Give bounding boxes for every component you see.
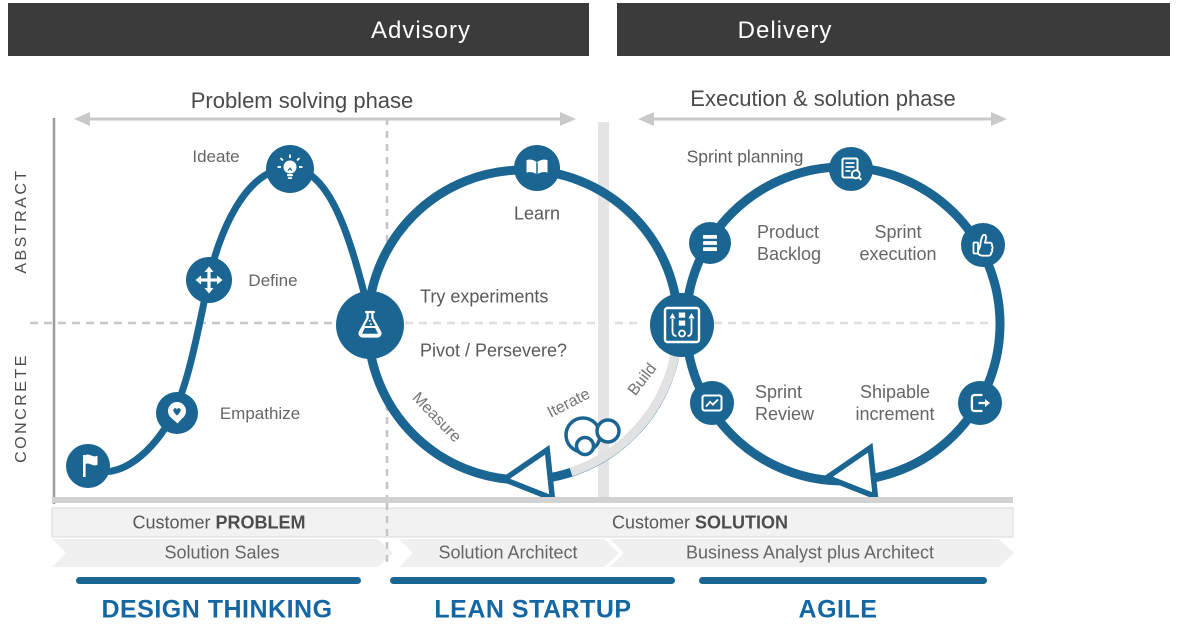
- execution-phase-title: Execution & solution phase: [690, 86, 956, 111]
- sprint-review-node: [690, 381, 734, 425]
- business-analyst-label: Business Analyst plus Architect: [685, 542, 935, 563]
- customer-solution-label: Customer SOLUTION: [612, 513, 788, 534]
- concrete-axis-label: CONCRETE: [13, 353, 30, 463]
- lightbulb-icon: [277, 154, 303, 179]
- define-label: Define: [248, 271, 298, 290]
- design-thinking-underline: [76, 577, 361, 584]
- sprint-planning-label: Sprint planning: [686, 146, 804, 167]
- try-experiments-label: Try experiments: [420, 286, 549, 307]
- clipboard-search-icon: [841, 157, 863, 181]
- customer-solution-bold: SOLUTION: [695, 512, 789, 533]
- arrow-right-icon: [560, 112, 576, 126]
- shipable-increment-label: Shipable increment: [855, 382, 935, 424]
- customer-solution-normal: Customer: [611, 512, 691, 533]
- sprint-execution-label: Sprint execution: [859, 222, 937, 264]
- define-node: [186, 257, 232, 303]
- sprint-review-label: Sprint Review: [755, 382, 815, 424]
- sprint-execution-node: [961, 223, 1005, 267]
- delivery-header-label: Delivery: [737, 17, 833, 44]
- role-arrow-solution-sales: [52, 539, 393, 567]
- lean-direction-arrow-icon: [498, 444, 556, 503]
- ideate-label: Ideate: [192, 147, 240, 166]
- customer-problem-bold: PROBLEM: [215, 512, 306, 533]
- product-backlog-label: Product Backlog: [757, 222, 822, 264]
- solution-sales-label: Solution Sales: [164, 542, 280, 563]
- role-arrow-solution-architect: [399, 539, 619, 567]
- customer-bar: [51, 507, 1014, 538]
- junction-node: [650, 293, 714, 357]
- experiment-node: [336, 291, 404, 359]
- process-board-icon: [663, 306, 701, 344]
- flask-icon: [358, 310, 382, 338]
- x-axis-baseline: [52, 497, 1013, 503]
- shipable-increment-node: [958, 381, 1002, 425]
- design-thinking-curve: [84, 164, 372, 475]
- open-book-icon: [526, 159, 548, 175]
- abstract-axis-label: ABSTRACT: [13, 168, 30, 274]
- head-heart-icon: [168, 402, 186, 424]
- pivot-persevere-label: Pivot / Persevere?: [420, 340, 568, 361]
- learn-node: [514, 145, 560, 191]
- advisory-delivery-divider-bar: [598, 122, 609, 501]
- export-icon: [970, 393, 990, 413]
- start-node: [66, 444, 110, 488]
- empathize-node: [156, 392, 198, 434]
- sprint-planning-node: [829, 147, 873, 191]
- thumbs-up-icon: [972, 233, 994, 257]
- role-arrow-business-analyst: [610, 539, 1014, 567]
- lean-startup-underline: [390, 577, 675, 584]
- ideate-node: [266, 145, 314, 193]
- agile-direction-arrow-icon: [821, 442, 879, 501]
- arrow-right-icon: [991, 112, 1007, 126]
- move-arrows-icon: [195, 266, 223, 294]
- customer-problem-label: Customer PROBLEM: [132, 513, 305, 534]
- advisory-header-bar: [8, 3, 589, 56]
- arrow-left-icon: [638, 112, 654, 126]
- lean-startup-method-label: LEAN STARTUP: [434, 595, 632, 624]
- line-chart-icon: [701, 394, 723, 412]
- customer-problem-normal: Customer: [132, 512, 211, 533]
- flag-icon: [83, 454, 98, 477]
- bubbles-icon: [564, 416, 621, 457]
- advisory-header-label: Advisory: [370, 17, 472, 44]
- learn-label: Learn: [513, 203, 561, 224]
- design-thinking-method-label: DESIGN THINKING: [101, 595, 333, 624]
- list-icon: [703, 235, 717, 251]
- arrow-left-icon: [74, 112, 90, 126]
- empathize-label: Empathize: [219, 404, 301, 423]
- product-backlog-node: [689, 222, 731, 264]
- delivery-header-bar: [617, 3, 1170, 56]
- solution-architect-label: Solution Architect: [438, 542, 578, 563]
- problem-phase-title: Problem solving phase: [190, 88, 414, 113]
- agile-underline: [699, 577, 987, 584]
- agile-method-label: AGILE: [798, 595, 878, 624]
